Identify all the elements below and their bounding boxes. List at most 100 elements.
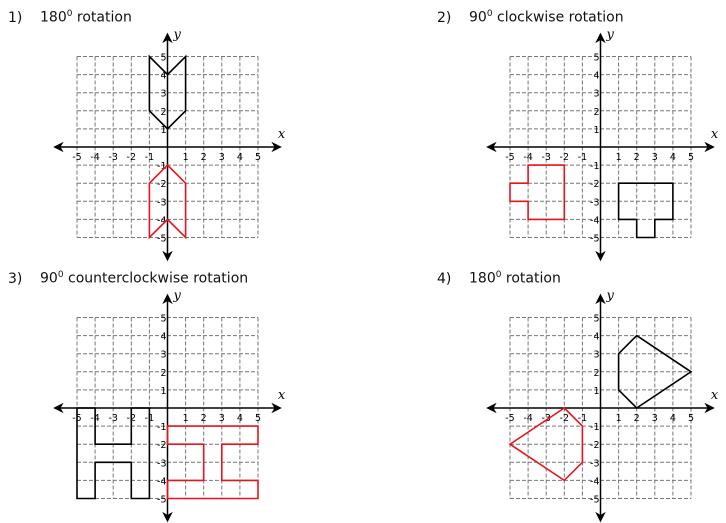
problem-number: 3) [8,270,23,287]
x-tick-label: 3 [652,413,658,424]
x-tick-label: -1 [578,152,587,163]
y-tick-label: 3 [593,89,599,100]
y-tick-label: -1 [590,161,599,172]
y-tick-label: 4 [593,332,599,343]
y-tick-label: -5 [157,234,166,245]
x-tick-label: -4 [90,152,99,163]
y-tick-label: 1 [160,386,166,397]
x-tick-label: 2 [201,413,207,424]
y-tick-label: 3 [593,350,599,361]
original-figure [617,334,693,410]
y-tick-label: 2 [160,107,166,118]
y-tick-label: -4 [590,215,599,226]
y-tick-label: 2 [160,368,166,379]
y-tick-label: -2 [157,440,166,451]
x-tick-label: -2 [127,152,136,163]
x-tick-label: -3 [108,413,117,424]
y-tick-label: 2 [593,107,599,118]
x-tick-label: -1 [145,152,154,163]
y-tick-label: 5 [160,314,166,325]
degrees: 180 [40,9,67,26]
y-tick-label: -3 [157,458,166,469]
original-figure [148,54,187,131]
x-tick-label: -3 [541,152,550,163]
degrees: 90 [469,9,487,26]
x-tick-label: 2 [634,413,640,424]
x-tick-label: -3 [108,152,117,163]
x-tick-label: 3 [219,152,225,163]
original-figure [617,182,674,239]
rotation-text: clockwise rotation [492,9,624,26]
y-tick-label: 1 [593,125,599,136]
y-axis-label: y [606,27,615,42]
y-tick-label: -4 [157,215,166,226]
x-tick-label: 5 [255,152,261,163]
degree-sup: 0 [66,9,73,19]
rotated-figure [509,164,566,221]
x-tick-label: 5 [688,152,694,163]
x-tick-label: 1 [616,413,622,424]
y-tick-label: -5 [590,495,599,506]
y-tick-label: -2 [157,179,166,190]
x-tick-label: 1 [616,152,622,163]
x-tick-label: -2 [560,413,569,424]
y-tick-label: 3 [160,350,166,361]
problem-number: 1) [8,9,23,26]
x-tick-label: -5 [505,152,514,163]
x-tick-label: 5 [688,413,694,424]
problem-number: 2) [437,9,452,26]
x-tick-label: 4 [237,152,243,163]
degree-sup: 0 [495,270,502,280]
y-tick-label: 5 [593,53,599,64]
rotation-text: counterclockwise rotation [63,270,249,287]
y-axis-label: y [606,288,615,303]
x-tick-label: -2 [560,152,569,163]
problem-2-title: 2) 900 clockwise rotation [437,9,624,26]
y-tick-label: -1 [157,422,166,433]
y-tick-label: 3 [160,89,166,100]
x-tick-label: -4 [523,413,532,424]
x-tick-label: 4 [670,152,676,163]
rotated-figure [508,406,584,482]
x-tick-label: 1 [183,152,189,163]
y-tick-label: -2 [590,179,599,190]
rotation-text: rotation [501,270,561,287]
x-tick-label: 4 [670,413,676,424]
x-axis-label: x [278,127,286,142]
problem-number: 4) [437,270,452,287]
degree-sup: 0 [486,9,493,19]
y-tick-label: -2 [590,440,599,451]
y-tick-label: -1 [590,422,599,433]
y-tick-label: 2 [593,368,599,379]
y-tick-label: 4 [160,332,166,343]
y-tick-label: 5 [593,314,599,325]
x-tick-label: 1 [183,413,189,424]
x-tick-label: -5 [72,152,81,163]
y-tick-label: 1 [593,386,599,397]
y-tick-label: -5 [590,234,599,245]
y-axis-label: y [173,27,182,42]
y-tick-label: -1 [157,161,166,172]
x-tick-label: -5 [505,413,514,424]
x-tick-label: -3 [541,413,550,424]
y-tick-label: 4 [593,71,599,82]
x-axis-label: x [278,388,286,403]
y-tick-label: -3 [590,197,599,208]
y-tick-label: -4 [157,476,166,487]
x-tick-label: 3 [652,152,658,163]
y-tick-label: 1 [160,125,166,136]
y-tick-label: -3 [157,197,166,208]
x-tick-label: -4 [523,152,532,163]
y-axis-label: y [173,288,182,303]
original-figure [76,407,151,500]
problem-1-title: 1) 1800 rotation [8,9,132,26]
x-tick-label: 2 [201,152,207,163]
x-tick-label: 3 [219,413,225,424]
rotated-figure [166,425,259,500]
rotation-text: rotation [72,9,132,26]
